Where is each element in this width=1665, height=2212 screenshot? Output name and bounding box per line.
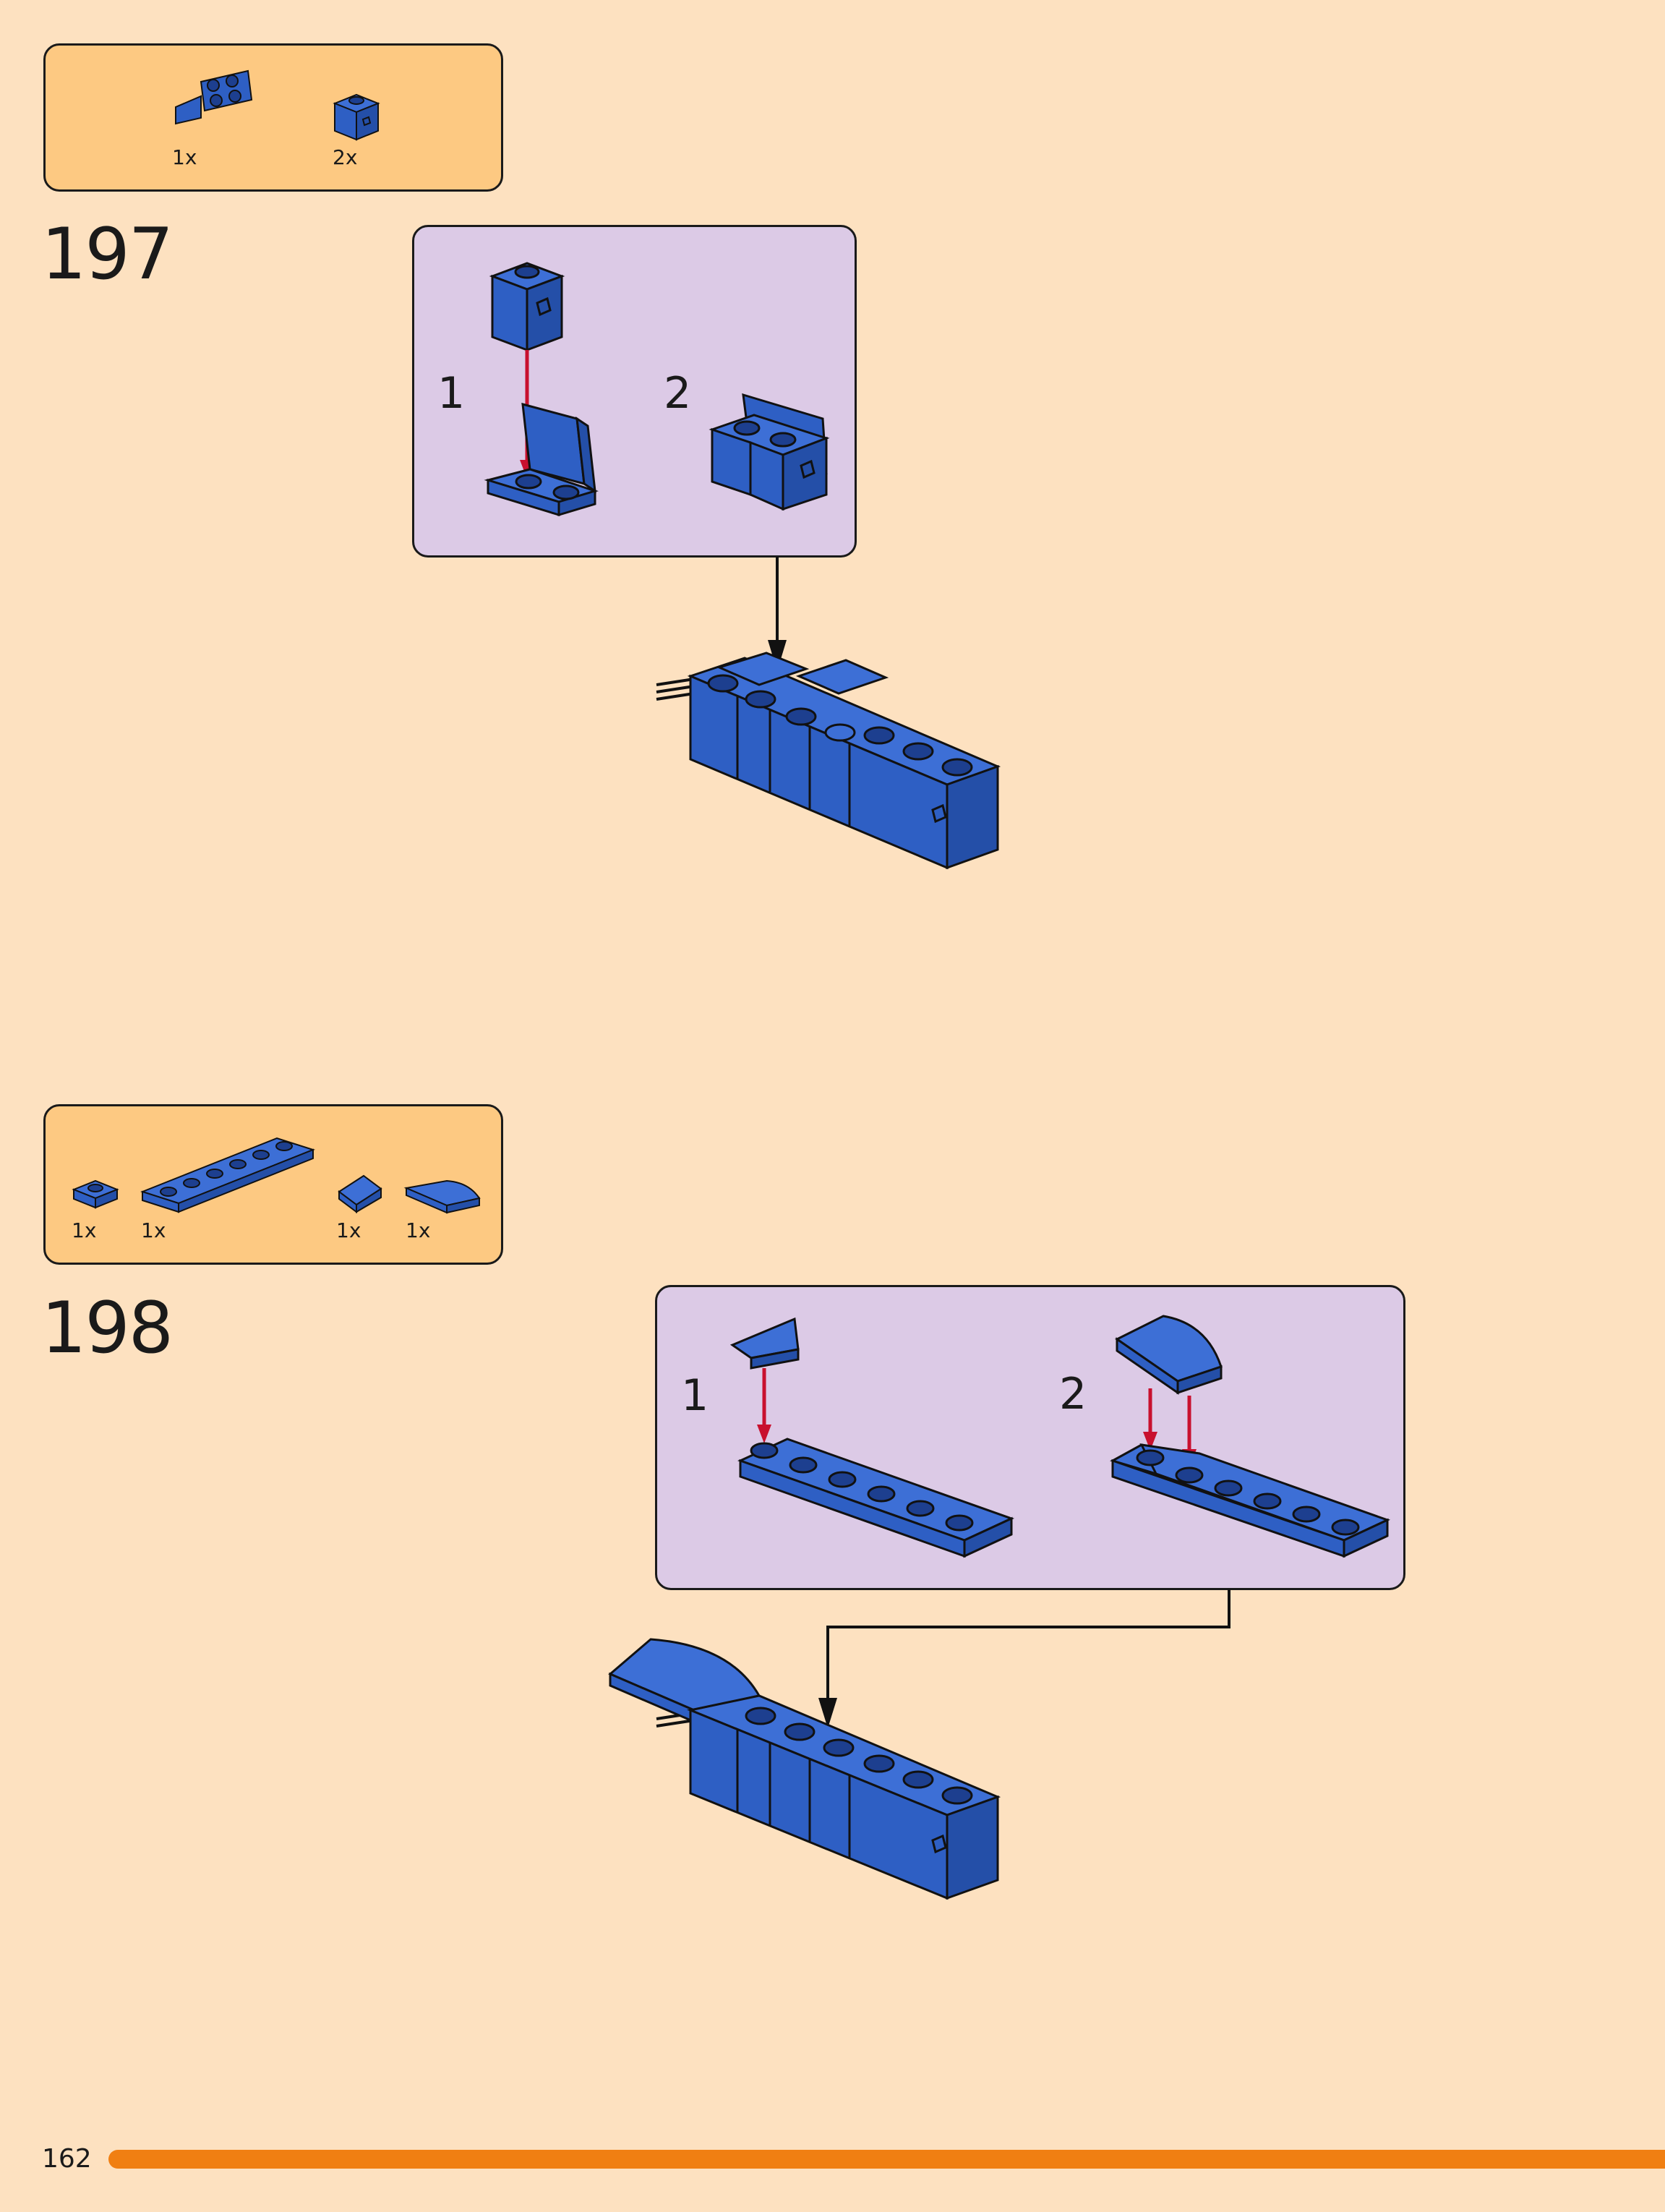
substep-box-197: 1 2 <box>412 225 857 558</box>
substep-number: 1 <box>681 1370 709 1421</box>
step-number: 198 <box>41 1287 174 1370</box>
substep-1-art <box>484 262 599 517</box>
plate-1x6-icon <box>140 1137 315 1213</box>
substep-number: 2 <box>1059 1369 1087 1419</box>
connector-arrow <box>768 557 787 671</box>
result-model-198 <box>608 1638 1001 1900</box>
parts-box-197: 1x 2x <box>43 43 503 192</box>
part-qty: 1x <box>72 1218 97 1242</box>
substep-number: 2 <box>664 368 692 419</box>
plate-1x1-icon <box>72 1179 119 1209</box>
page-number: 162 <box>42 2144 92 2174</box>
slope-1x1-icon <box>338 1174 382 1213</box>
substep-2-art <box>1110 1315 1390 1558</box>
result-model-197 <box>656 652 1001 870</box>
part-qty: 2x <box>333 145 358 169</box>
footer-bar <box>108 2150 1665 2169</box>
part-qty: 1x <box>141 1218 166 1242</box>
part-qty: 1x <box>336 1218 361 1242</box>
part-qty: 1x <box>172 145 197 169</box>
step-number: 197 <box>41 213 174 296</box>
curved-slope-icon <box>403 1179 481 1214</box>
substep-1-art <box>729 1317 1014 1558</box>
substep-2-art <box>709 393 830 511</box>
substep-number: 1 <box>437 368 466 419</box>
substep-box-198: 1 2 <box>655 1285 1405 1590</box>
brick-1x1-clip-icon <box>333 93 380 141</box>
parts-box-198: 1x 1x 1x 1x <box>43 1104 503 1265</box>
bracket-2x2-icon <box>175 69 253 125</box>
connector-arrow <box>818 1589 1230 1728</box>
part-qty: 1x <box>406 1218 431 1242</box>
